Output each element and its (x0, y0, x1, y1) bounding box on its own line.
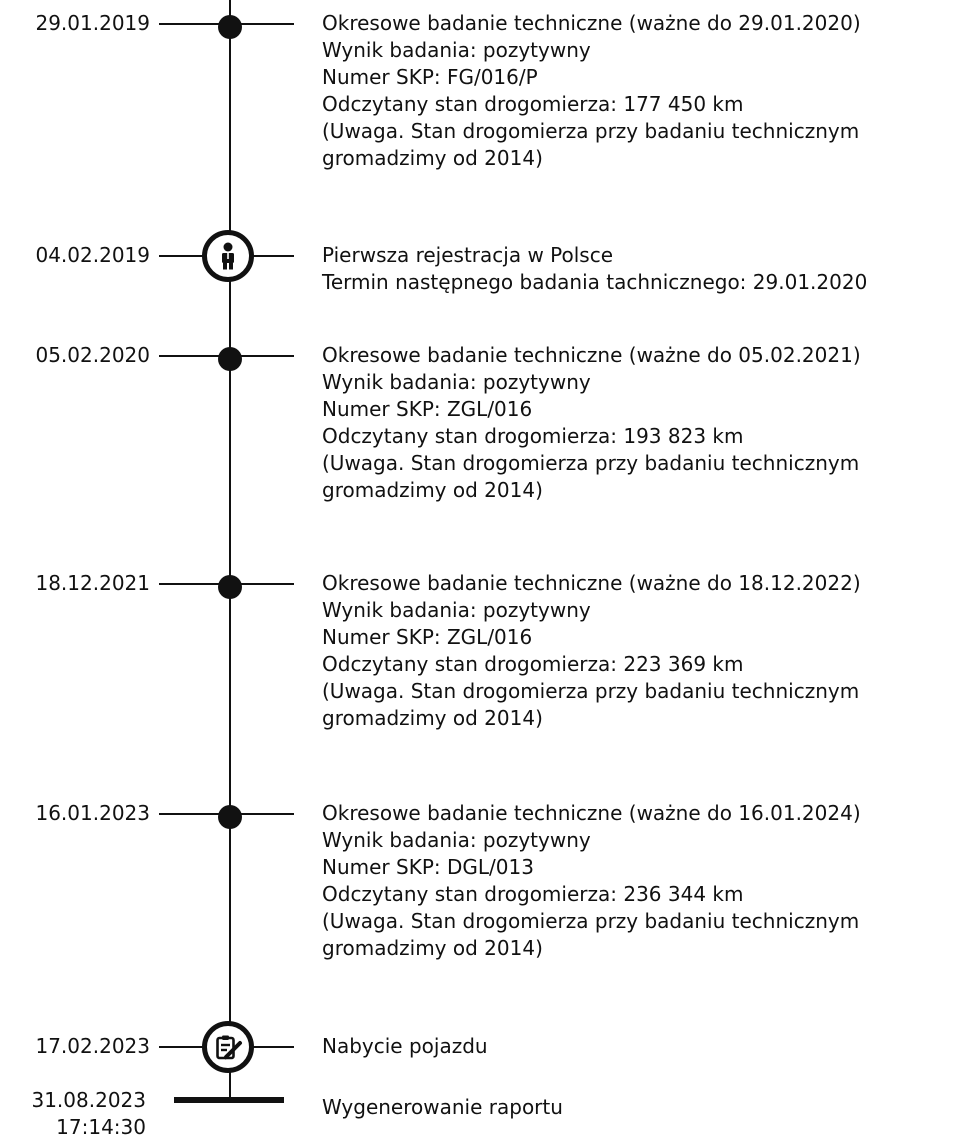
event-detail-line: Numer SKP: ZGL/016 (322, 625, 533, 649)
event-detail-line: Numer SKP: ZGL/016 (322, 397, 533, 421)
event-detail-line: Wygenerowanie raportu (322, 1095, 563, 1119)
event-details: Okresowe badanie techniczne (ważne do 29… (322, 10, 960, 172)
event-detail-line: gromadzimy od 2014) (322, 146, 543, 170)
event-detail-line: Okresowe badanie techniczne (ważne do 05… (322, 343, 861, 367)
event-detail-line: Wynik badania: pozytywny (322, 828, 591, 852)
event-details: Okresowe badanie techniczne (ważne do 05… (322, 342, 960, 504)
dot-icon (218, 805, 242, 829)
report-time: 17:14:30 (56, 1115, 146, 1139)
event-detail-line: Okresowe badanie techniczne (ważne do 16… (322, 801, 861, 825)
event-detail-line: Odczytany stan drogomierza: 193 823 km (322, 424, 744, 448)
event-detail-line: (Uwaga. Stan drogomierza przy badaniu te… (322, 679, 860, 703)
event-details: Pierwsza rejestracja w Polsce Termin nas… (322, 242, 960, 296)
event-date: 17.02.2023 (35, 1034, 150, 1058)
event-date: 04.02.2019 (35, 243, 150, 267)
dot-icon (218, 347, 242, 371)
event-detail-line: Wynik badania: pozytywny (322, 370, 591, 394)
dot-icon (218, 15, 242, 39)
event-details: Okresowe badanie techniczne (ważne do 16… (322, 800, 960, 962)
event-date: 18.12.2021 (35, 571, 150, 595)
event-details: Nabycie pojazdu (322, 1033, 960, 1060)
event-detail-line: Okresowe badanie techniczne (ważne do 18… (322, 571, 861, 595)
event-detail-line: (Uwaga. Stan drogomierza przy badaniu te… (322, 119, 860, 143)
event-detail-line: Odczytany stan drogomierza: 236 344 km (322, 882, 744, 906)
event-date: 29.01.2019 (35, 11, 150, 35)
event-detail-line: Okresowe badanie techniczne (ważne do 29… (322, 11, 861, 35)
person-icon (202, 230, 254, 282)
event-date: 31.08.2023 (31, 1088, 146, 1112)
dot-icon (218, 575, 242, 599)
event-detail-line: Pierwsza rejestracja w Polsce (322, 243, 614, 267)
timeline-spine (229, 0, 231, 1098)
event-detail-line: Odczytany stan drogomierza: 177 450 km (322, 92, 744, 116)
event-detail-line: Numer SKP: DGL/013 (322, 855, 534, 879)
event-details: Okresowe badanie techniczne (ważne do 18… (322, 570, 960, 732)
event-detail-line: Termin następnego badania tachnicznego: … (322, 270, 868, 294)
end-bar-icon (174, 1097, 284, 1103)
event-detail-line: gromadzimy od 2014) (322, 478, 543, 502)
event-detail-line: gromadzimy od 2014) (322, 936, 543, 960)
event-detail-line: gromadzimy od 2014) (322, 706, 543, 730)
event-detail-line: Odczytany stan drogomierza: 223 369 km (322, 652, 744, 676)
event-detail-line: Wynik badania: pozytywny (322, 598, 591, 622)
event-date: 16.01.2023 (35, 801, 150, 825)
event-detail-line: Numer SKP: FG/016/P (322, 65, 538, 89)
event-detail-line: Wynik badania: pozytywny (322, 38, 591, 62)
event-detail-line: (Uwaga. Stan drogomierza przy badaniu te… (322, 451, 860, 475)
event-date: 05.02.2020 (35, 343, 150, 367)
edit-document-icon (202, 1021, 254, 1073)
event-details: Wygenerowanie raportu (322, 1094, 960, 1121)
event-detail-line: (Uwaga. Stan drogomierza przy badaniu te… (322, 909, 860, 933)
event-detail-line: Nabycie pojazdu (322, 1034, 488, 1058)
